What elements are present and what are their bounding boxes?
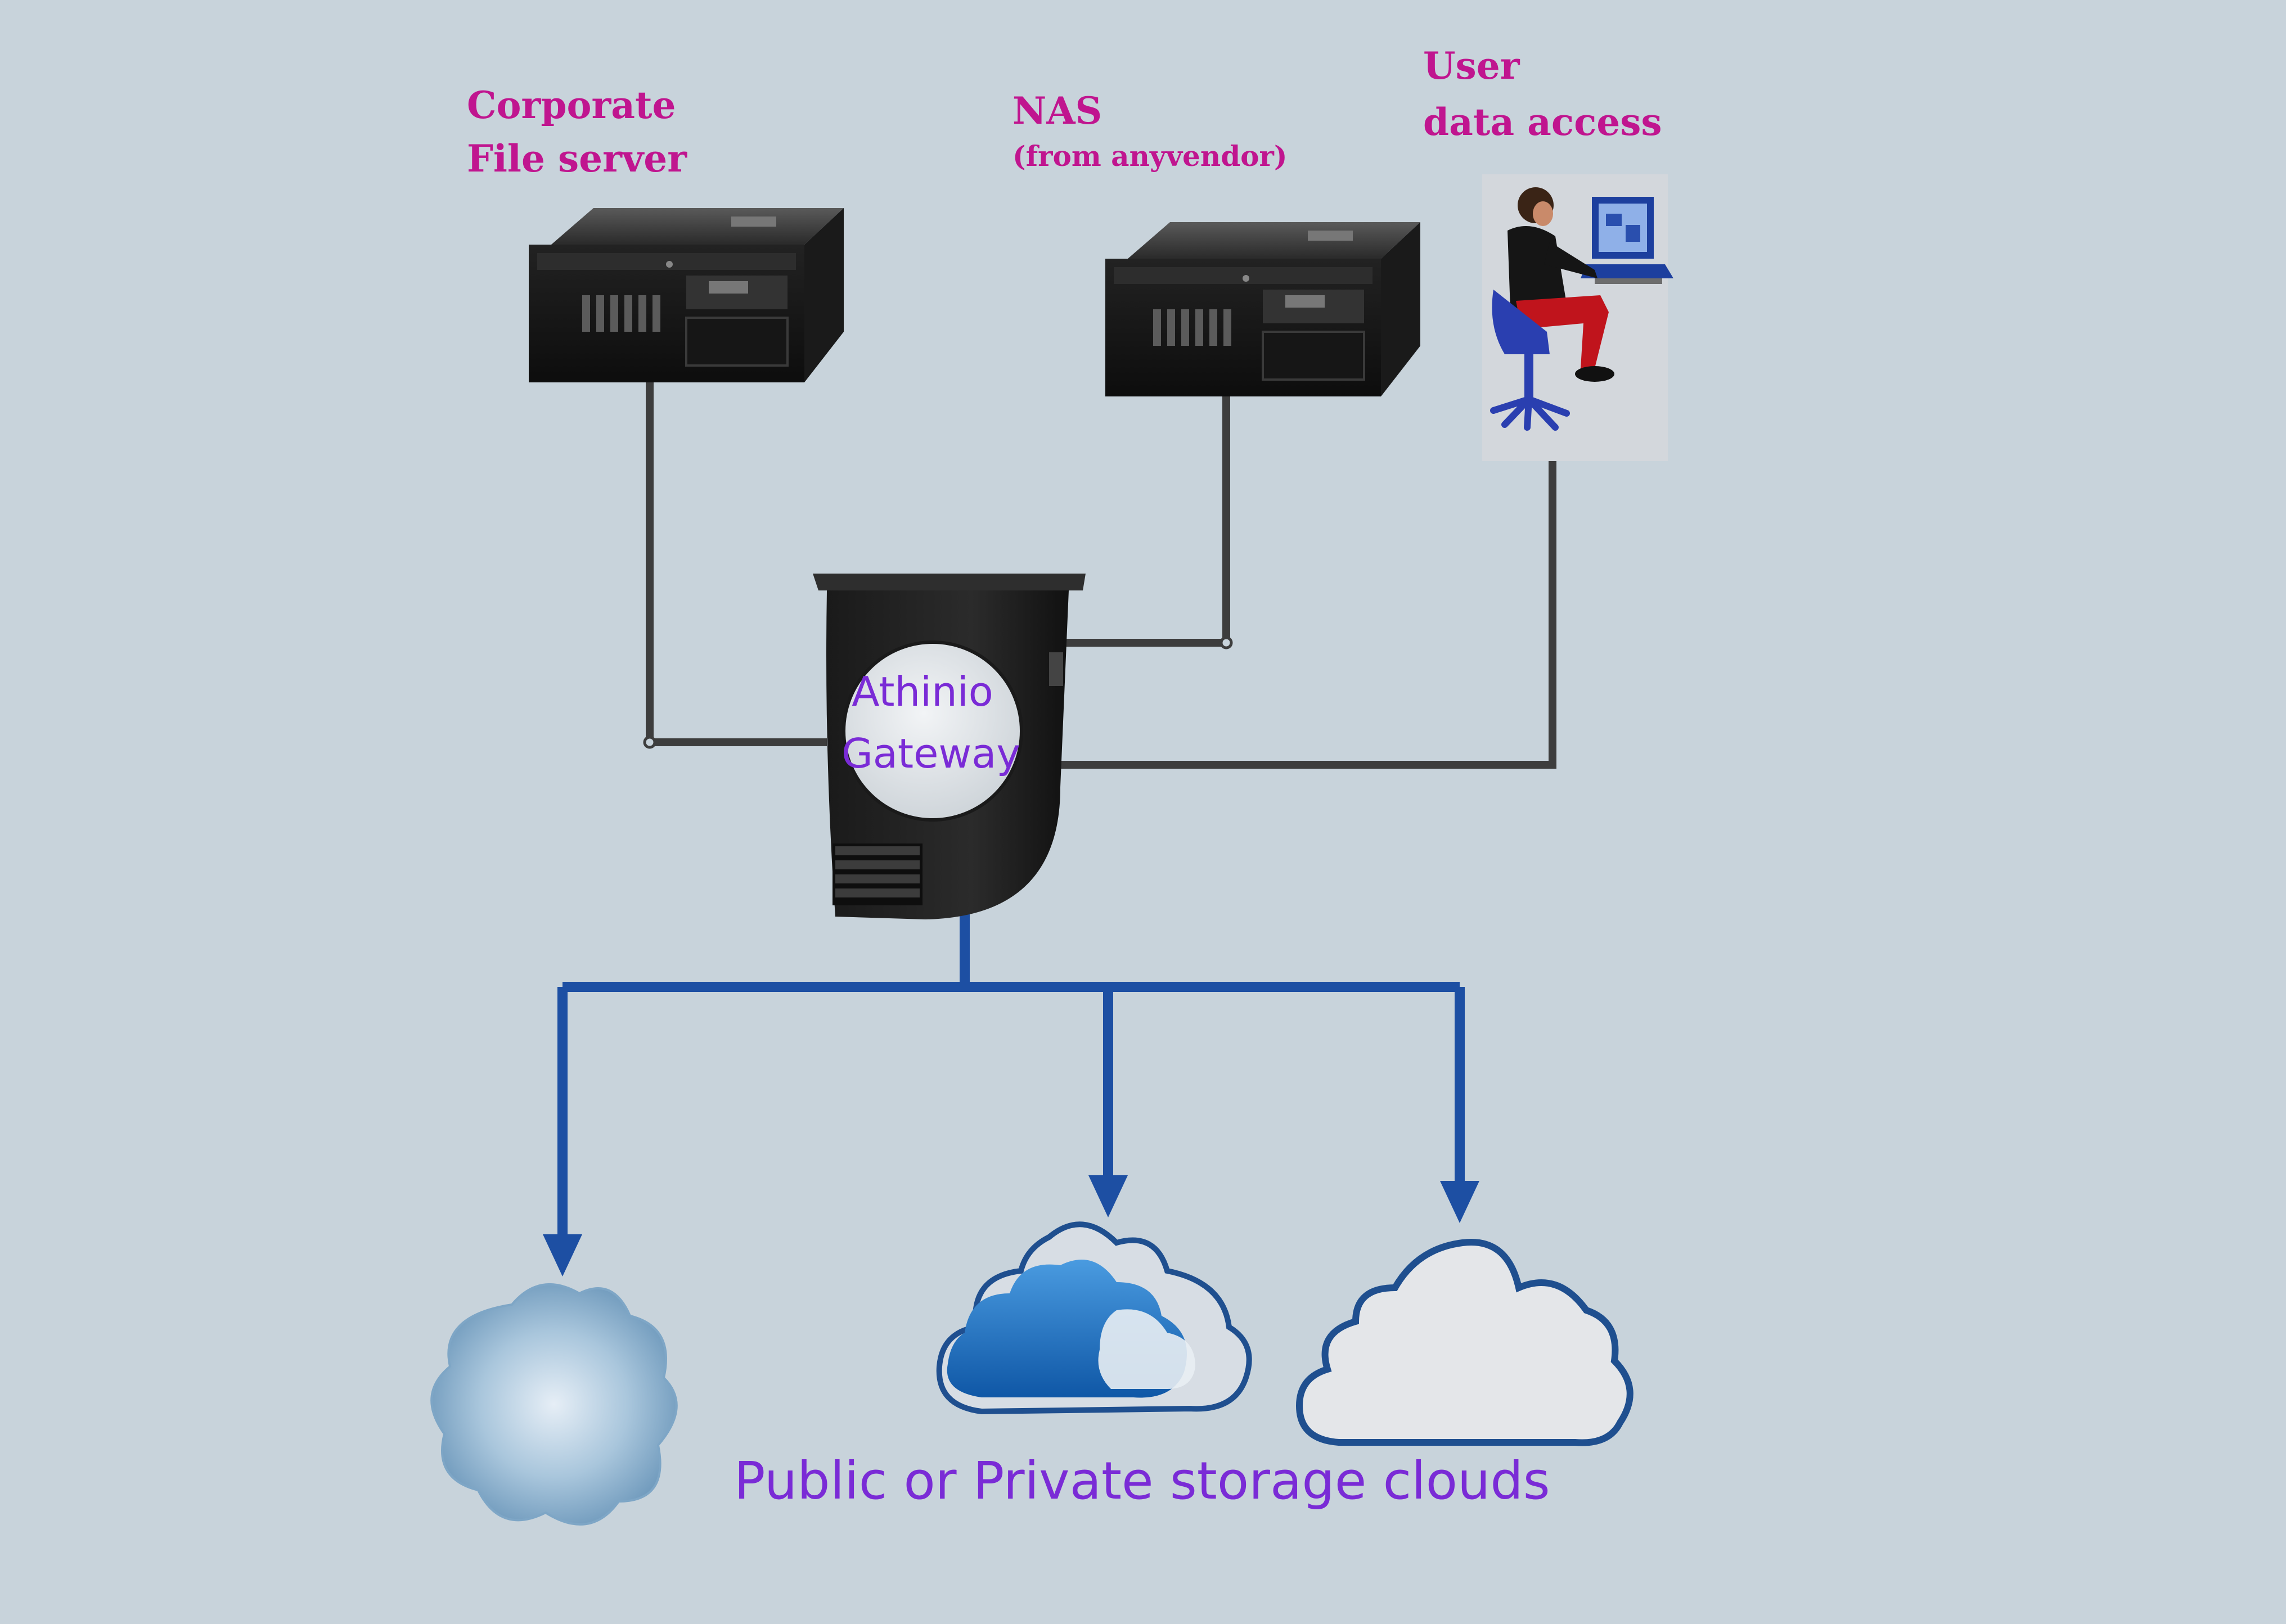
file-server-to-gateway-wire [646, 368, 827, 746]
file-server-label-line2: File server [467, 137, 687, 181]
blue-3d-cloud-icon [936, 1221, 1252, 1415]
gateway-label-line1: Athinio [852, 668, 993, 715]
gateway-label-disc [842, 640, 1023, 822]
labels: Corporate File server NAS (from anyvendo… [467, 44, 1662, 1511]
gray-connections [646, 368, 1556, 769]
outline-cloud-icon [1295, 1239, 1634, 1446]
nas-label-line1: NAS [1012, 89, 1102, 133]
clouds-caption: Public or Private storage clouds [734, 1451, 1550, 1511]
user-label-line2: data access [1423, 100, 1662, 144]
wire-joints [643, 443, 1560, 749]
nas-label-line2: (from anyvendor) [1012, 139, 1288, 173]
blue-connections [562, 911, 1460, 992]
cloud-arrows [543, 987, 1479, 1276]
file-server-label-line1: Corporate [467, 83, 676, 127]
soft-blue-cloud-icon [430, 1283, 678, 1526]
rack-server-icon [529, 208, 844, 382]
user-label-line1: User [1423, 44, 1520, 88]
person-at-computer-icon [1482, 174, 1673, 461]
user-to-gateway-wire [1058, 450, 1556, 769]
nas-to-gateway-wire [1055, 382, 1230, 647]
rack-server-icon [1105, 222, 1420, 396]
gateway-label-line2: Gateway [842, 730, 1020, 777]
